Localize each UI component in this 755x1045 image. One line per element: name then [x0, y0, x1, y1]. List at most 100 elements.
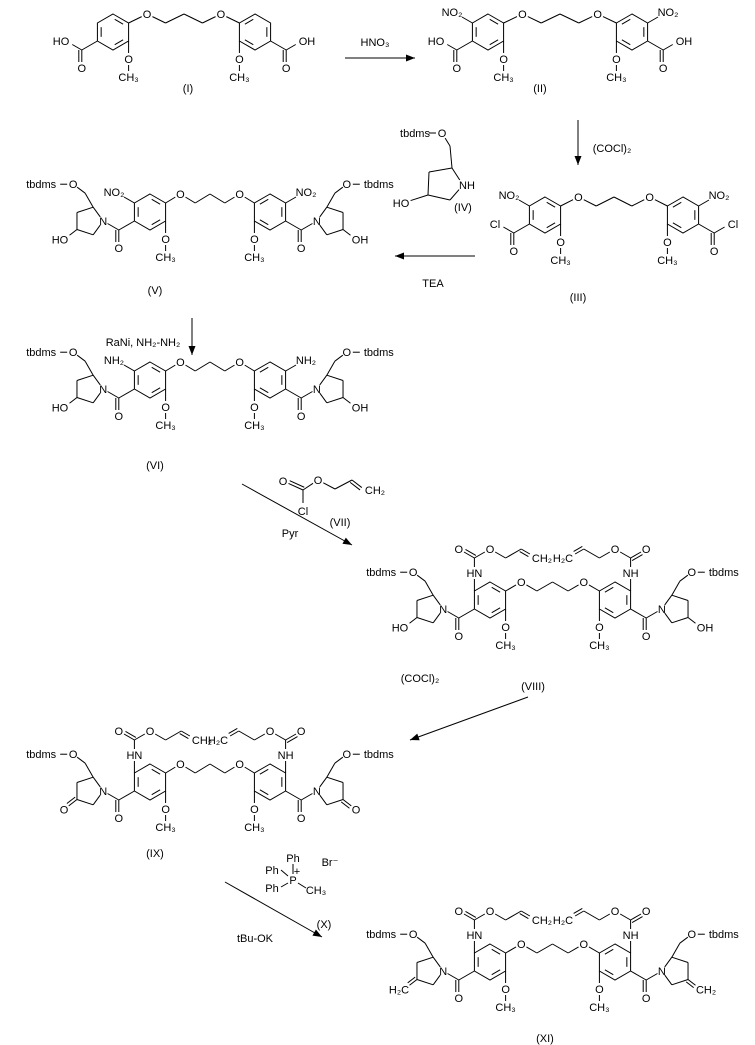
- bond: [416, 936, 426, 944]
- bond: [520, 910, 531, 917]
- bond: [118, 790, 135, 801]
- arrow-step-1: [345, 54, 415, 62]
- bond: [671, 956, 689, 963]
- hydroxyl-group: HO: [428, 36, 445, 48]
- bond: [631, 554, 643, 562]
- bond: [432, 612, 441, 624]
- methoxy-oxygen: O: [612, 54, 621, 66]
- bond: [427, 194, 451, 201]
- bond: [583, 910, 600, 921]
- bond: [409, 979, 418, 986]
- amine-group: NH₂: [104, 355, 124, 367]
- arrow-step-2: [574, 120, 582, 165]
- bond: [503, 16, 518, 24]
- carbonyl-oxygen: O: [297, 813, 306, 825]
- benzene-ring: [528, 196, 562, 234]
- bond: [463, 913, 475, 921]
- bond: [334, 354, 344, 362]
- benzene-ring: [238, 13, 272, 51]
- bond: [114, 18, 124, 25]
- bond: [118, 388, 135, 399]
- bond: [259, 768, 269, 775]
- carbonyl-oxygen: O: [78, 63, 87, 75]
- bond: [456, 40, 473, 51]
- bond: [165, 766, 176, 774]
- bond: [567, 584, 579, 592]
- bond: [107, 391, 120, 399]
- benzene-ring: [133, 361, 167, 399]
- reagent-label: (COCl)₂: [401, 673, 439, 685]
- bond: [474, 551, 486, 559]
- bond: [654, 199, 668, 207]
- bond: [630, 970, 647, 981]
- bond: [573, 907, 583, 914]
- bond: [662, 44, 673, 51]
- carbamate-nh: HN: [466, 930, 482, 942]
- compound-label: (V): [148, 285, 163, 297]
- arrow-step-5: [241, 483, 353, 546]
- bond: [92, 794, 101, 806]
- bond: [687, 979, 696, 986]
- bond: [444, 137, 451, 147]
- ether-oxygen: O: [517, 577, 526, 589]
- bond: [559, 13, 580, 24]
- bond: [416, 594, 434, 601]
- carbamate-carbonyl-oxygen: O: [297, 726, 306, 738]
- benzene-ring: [666, 196, 700, 234]
- amine-nh: NH: [459, 180, 475, 192]
- compound-label: (XI): [536, 1033, 554, 1045]
- bond: [179, 733, 189, 740]
- methoxy-oxygen: O: [595, 622, 604, 634]
- chloride: Cl: [490, 219, 500, 231]
- methoxy-oxygen: O: [250, 804, 259, 816]
- bond: [432, 974, 441, 986]
- bond: [224, 766, 235, 774]
- arrow-step-4: [188, 318, 196, 355]
- carbamate-nh: NH: [278, 750, 294, 762]
- bond: [503, 226, 515, 234]
- bond: [494, 913, 506, 921]
- carbonyl-oxygen: O: [453, 63, 462, 75]
- bond: [424, 580, 434, 596]
- nitro-group: NO₂: [499, 190, 520, 202]
- bond: [613, 196, 633, 207]
- bond: [185, 364, 196, 372]
- nitro-group: NO₂: [658, 7, 679, 19]
- bond: [125, 730, 137, 738]
- bond: [319, 224, 328, 236]
- ether-oxygen: O: [235, 357, 244, 369]
- bond: [244, 364, 255, 372]
- bond: [567, 946, 579, 954]
- carbamate-carbonyl-oxygen: O: [455, 906, 464, 918]
- carbonyl-oxygen: O: [642, 631, 651, 643]
- bond: [224, 364, 235, 372]
- reagent-label: RaNi, NH₂-NH₂: [106, 337, 181, 349]
- methoxy-oxygen: O: [556, 237, 565, 249]
- carbamate-carbonyl-oxygen: O: [642, 906, 651, 918]
- bond: [334, 756, 344, 764]
- bond: [154, 733, 166, 741]
- bond: [300, 391, 313, 399]
- bond: [270, 40, 287, 51]
- bond: [407, 976, 416, 984]
- bond: [76, 229, 94, 236]
- bond: [300, 223, 313, 231]
- bond: [107, 223, 120, 231]
- bond: [465, 910, 477, 918]
- hydroxyl-group: OH: [676, 36, 693, 48]
- bond: [447, 611, 460, 619]
- arrow-step-6: [409, 696, 529, 741]
- benzene-ring: [133, 193, 167, 231]
- bond: [81, 40, 98, 51]
- bond: [671, 594, 689, 601]
- tbdms-group: tbdms: [26, 749, 56, 761]
- methyl-group: CH₃: [493, 72, 513, 84]
- methyl-group: CH₃: [657, 255, 677, 267]
- bond: [302, 482, 314, 491]
- compound-label: (VII): [330, 517, 351, 529]
- benzene-ring: [253, 361, 287, 399]
- bond: [449, 189, 460, 201]
